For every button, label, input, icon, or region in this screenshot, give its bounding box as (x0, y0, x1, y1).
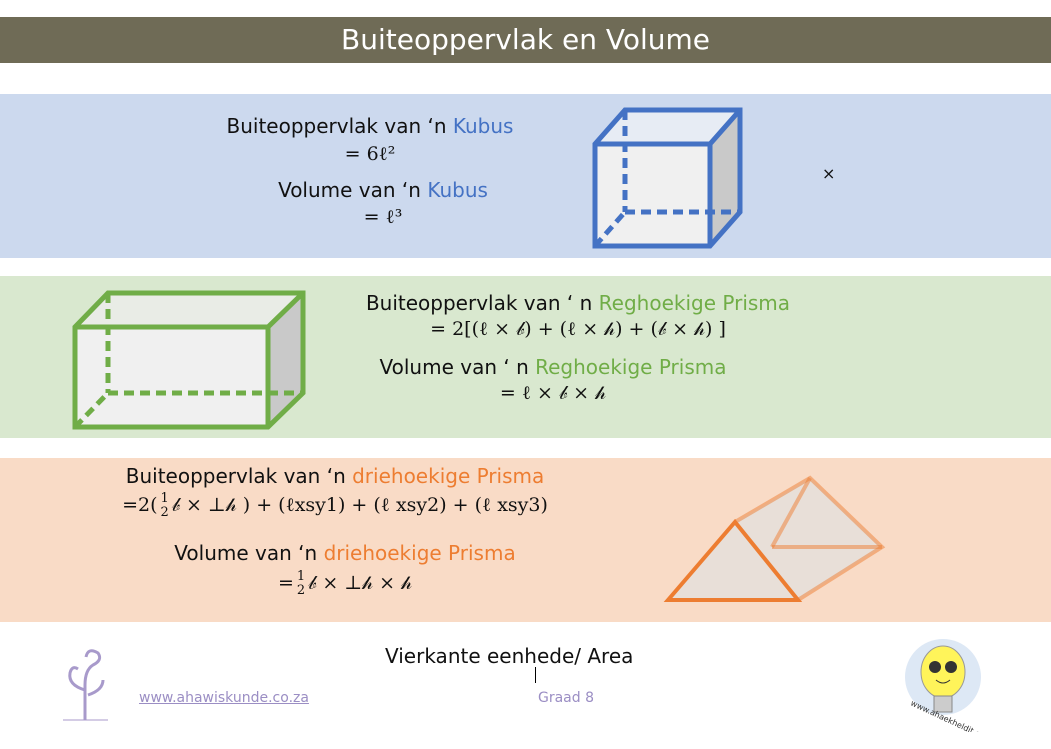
cube-sa-heading: Buiteoppervlak van ‘n Kubus (226, 114, 514, 138)
cube-figure (592, 107, 743, 249)
tri-sa-heading: Buiteoppervlak van ‘n driehoekige Prisma (125, 464, 545, 488)
tree-logo-icon (63, 649, 108, 721)
lightbulb-logo-icon: www.ahaekheldit.co.za (905, 639, 988, 732)
cube-vol-heading: Volume van ‘n Kubus (278, 178, 488, 202)
cube-section (0, 94, 1051, 258)
tri-prism-figure (663, 475, 886, 602)
website-link[interactable]: www.ahawiskunde.co.za (139, 690, 309, 706)
close-mark: × (822, 164, 836, 183)
text-cursor (535, 667, 536, 683)
prism-sa-heading: Buiteoppervlak van ‘ n Reghoekige Prisma (365, 291, 791, 315)
page-title: Buiteoppervlak en Volume (0, 17, 1051, 63)
units-label: Vierkante eenhede/ Area (385, 644, 634, 668)
prism-sa-formula: = 2[(ℓ × 𝒷) + (ℓ × 𝒽) + (𝒷 × 𝒽) ] (430, 318, 726, 340)
rect-prism-figure (72, 290, 306, 430)
prism-vol-formula: = ℓ × 𝒷 × 𝒽 (499, 382, 607, 404)
prism-vol-heading: Volume van ‘ n Reghoekige Prisma (379, 355, 727, 379)
tri-vol-heading: Volume van ‘n driehoekige Prisma (174, 541, 516, 565)
grade-label: Graad 8 (538, 690, 595, 706)
cube-vol-formula: = ℓ³ (363, 206, 403, 228)
cube-sa-formula: = 6ℓ² (344, 143, 396, 165)
